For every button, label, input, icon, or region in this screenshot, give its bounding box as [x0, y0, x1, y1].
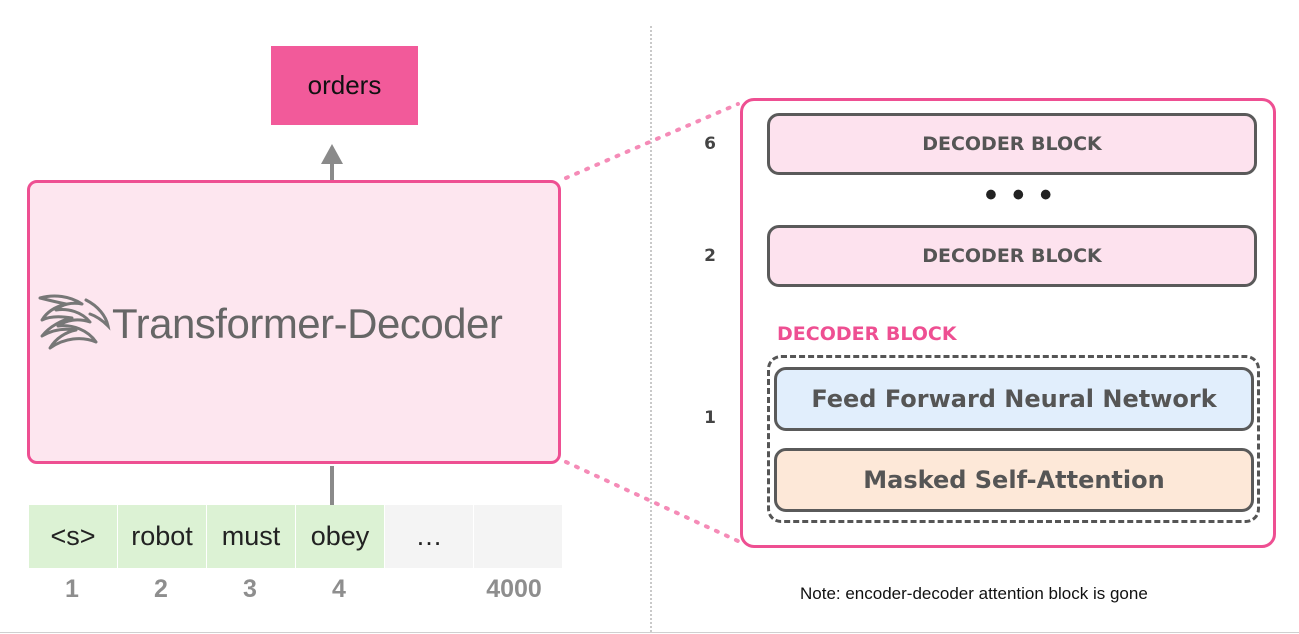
token-text: <s>	[50, 521, 96, 551]
output-token-label: orders	[307, 70, 382, 100]
ellipsis: • • •	[985, 176, 1055, 214]
decoder-block-label: DECODER BLOCK	[922, 133, 1102, 155]
position-label: 4	[332, 575, 346, 603]
token-cell: …	[385, 505, 473, 568]
input-token-row: <s> robot must obey …	[29, 505, 563, 568]
transformer-decoder-box	[27, 180, 561, 464]
feed-forward-label: Feed Forward Neural Network	[811, 385, 1217, 413]
position-label: 4000	[486, 575, 542, 603]
token-cell: robot	[118, 505, 206, 568]
decoder-block: DECODER BLOCK	[767, 113, 1257, 175]
output-token-box: orders	[271, 46, 418, 125]
output-arrow-head	[321, 144, 343, 164]
token-cell: must	[207, 505, 295, 568]
token-cell	[474, 505, 562, 568]
expanded-decoder-block	[767, 355, 1260, 523]
position-label: 1	[65, 575, 79, 603]
feed-forward-layer: Feed Forward Neural Network	[774, 367, 1254, 431]
decoder-block-label: DECODER BLOCK	[922, 245, 1102, 267]
token-cell: obey	[296, 505, 384, 568]
bottom-rule	[0, 632, 1299, 633]
flame-swirl-logo-icon	[38, 294, 111, 350]
decoder-title: Transformer-Decoder	[112, 300, 503, 347]
masked-self-attention-layer: Masked Self-Attention	[774, 448, 1254, 512]
token-text: robot	[131, 521, 193, 551]
decoder-stack-frame	[740, 98, 1276, 548]
position-label: 2	[154, 575, 168, 603]
token-text: must	[221, 521, 281, 551]
vertical-divider	[650, 26, 652, 632]
position-label: 3	[243, 575, 257, 603]
layer-number: 1	[704, 408, 716, 428]
token-cell: <s>	[29, 505, 117, 568]
token-text: …	[415, 521, 443, 551]
layer-number: 2	[704, 246, 716, 266]
expanded-block-caption: DECODER BLOCK	[777, 323, 957, 345]
layer-number: 6	[704, 134, 716, 154]
decoder-block: DECODER BLOCK	[767, 225, 1257, 287]
note-text: Note: encoder-decoder attention block is…	[800, 584, 1148, 603]
token-text: obey	[310, 521, 370, 551]
masked-self-attention-label: Masked Self-Attention	[863, 466, 1165, 494]
